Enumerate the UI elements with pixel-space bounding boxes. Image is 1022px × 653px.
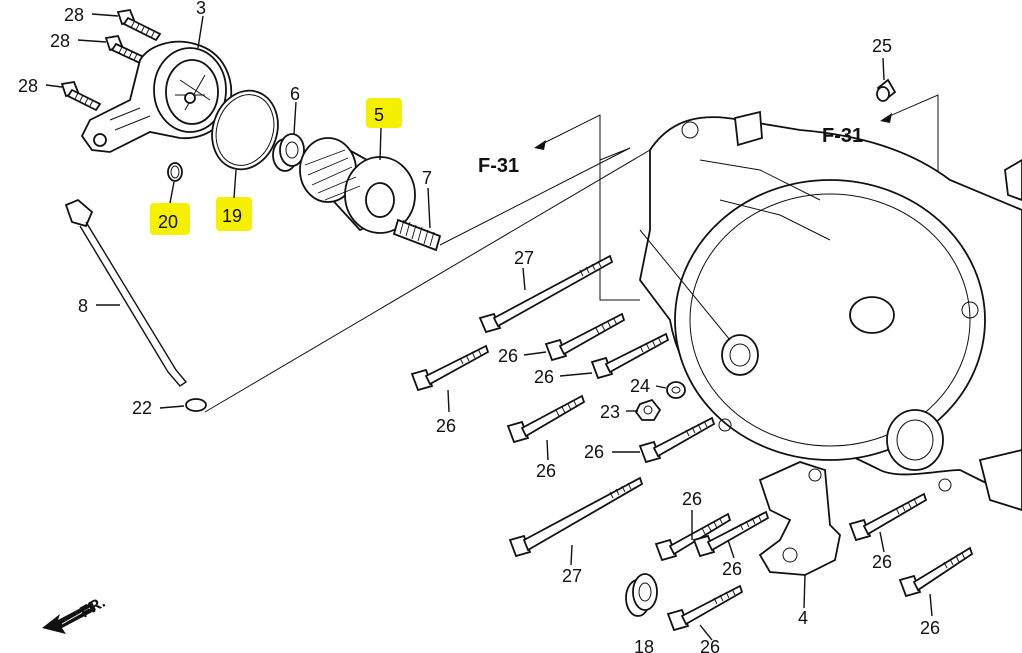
bolt-26-e — [638, 416, 716, 464]
callout-26-c: 26 — [534, 367, 554, 387]
bolt-26-f — [654, 512, 732, 562]
callout-26-j: 26 — [700, 637, 720, 653]
callout-6: 6 — [290, 84, 300, 104]
bolt-26-d — [506, 394, 586, 444]
callout-20: 20 — [158, 212, 178, 232]
collar-25 — [876, 78, 897, 102]
f31-left-arrow — [534, 140, 546, 150]
spring-7 — [392, 218, 442, 252]
callout-26-i: 26 — [920, 618, 940, 638]
callout-26-f: 26 — [682, 489, 702, 509]
ref-f31-right: F-31 — [822, 125, 863, 147]
highlight-20 — [150, 203, 190, 235]
bolt-27-lower — [508, 476, 644, 558]
callout-28b: 28 — [50, 31, 70, 51]
bolt-27-upper — [478, 254, 614, 334]
front-arrow-icon — [42, 602, 96, 634]
callout-18: 18 — [634, 637, 654, 653]
bolt-26-g — [692, 510, 770, 558]
washer-24 — [666, 381, 686, 399]
o-ring-19 — [211, 89, 279, 171]
callout-24: 24 — [630, 376, 650, 396]
callout-5: 5 — [374, 105, 384, 125]
callout-26-h: 26 — [872, 552, 892, 572]
oil-filter-5 — [299, 137, 416, 234]
plate-4 — [758, 461, 841, 576]
o-ring-22 — [185, 398, 207, 412]
nut-23 — [634, 398, 662, 421]
callout-26-e: 26 — [584, 442, 604, 462]
callout-7: 7 — [422, 168, 432, 188]
callout-19: 19 — [222, 206, 242, 226]
crankcase-cover — [639, 110, 1022, 511]
callout-26-g: 26 — [722, 559, 742, 579]
callout-28c: 28 — [18, 76, 38, 96]
f31-right-arrow — [880, 113, 892, 123]
bolt-28-top — [116, 8, 162, 42]
callout-22: 22 — [132, 398, 152, 418]
highlight-5 — [366, 98, 402, 128]
bolt-28-mid — [104, 34, 148, 66]
callout-26-d: 26 — [536, 461, 556, 481]
bolt-28-low — [60, 80, 102, 112]
dipstick-8 — [64, 198, 188, 387]
callout-28a: 28 — [64, 5, 84, 25]
callout-4: 4 — [798, 608, 808, 628]
bolt-26-h — [848, 492, 928, 542]
bolt-26-a — [410, 344, 490, 392]
callout-27-lower: 27 — [562, 566, 582, 586]
callout-3: 3 — [196, 0, 206, 18]
bearing-18 — [625, 573, 658, 617]
callout-23: 23 — [600, 402, 620, 422]
seal-6 — [272, 133, 305, 172]
bolt-26-b — [544, 312, 626, 362]
filter-cover-3 — [80, 40, 233, 153]
highlight-19 — [216, 197, 252, 231]
callout-8: 8 — [78, 296, 88, 316]
o-ring-20 — [167, 162, 183, 182]
bolt-26-i — [898, 546, 974, 598]
callout-26-b: 26 — [498, 346, 518, 366]
ref-f31-left: F-31 — [478, 155, 519, 177]
bolt-26-c — [590, 332, 670, 380]
callout-27-upper: 27 — [514, 248, 534, 268]
bolt-26-j — [666, 584, 744, 632]
callout-26-a: 26 — [436, 416, 456, 436]
callout-25: 25 — [872, 36, 892, 56]
